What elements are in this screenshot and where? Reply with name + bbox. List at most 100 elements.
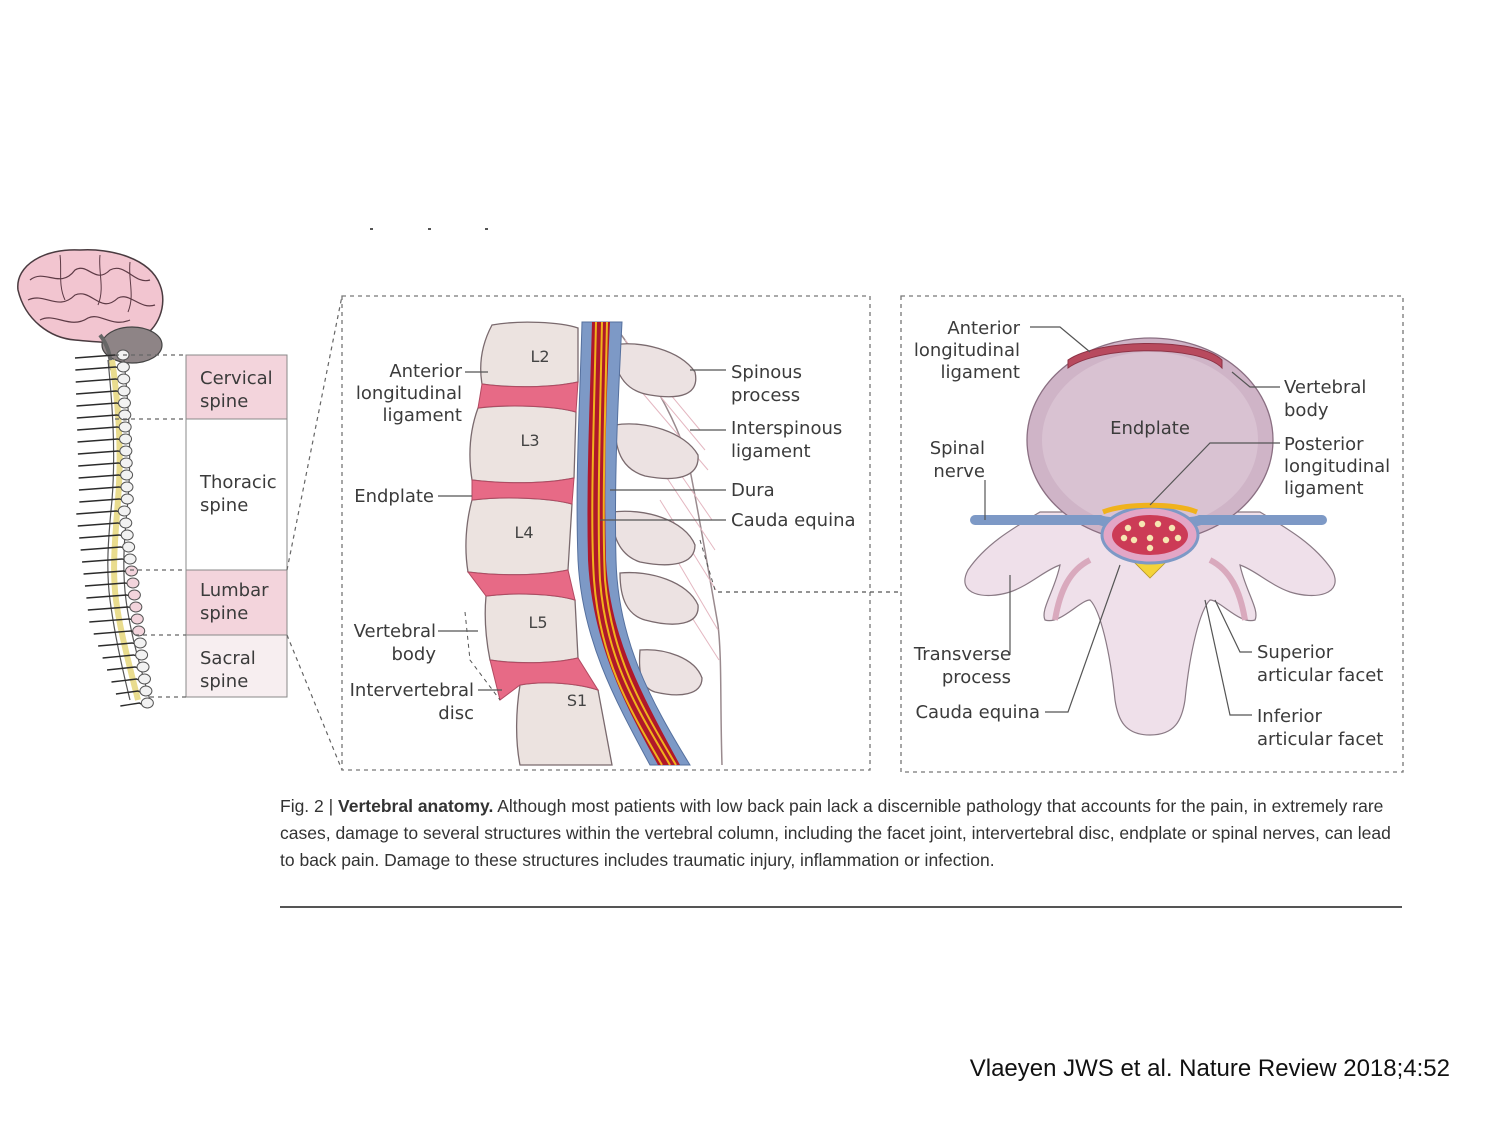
vertebra-segment <box>139 685 153 697</box>
spine-segment-legend: Cervical spine Thoracic spine Lumbar spi… <box>115 295 343 771</box>
spinal-nerve-branch <box>82 558 131 563</box>
vertebra-segment <box>119 457 133 469</box>
axial-posterior-ligament-label-3: ligament <box>1284 478 1364 499</box>
vertebra-label-s1: S1 <box>567 691 587 710</box>
spinal-cord <box>109 359 141 701</box>
axial-anterior-ligament-label-1: Anterior <box>947 318 1020 339</box>
axial-spinal-nerve-label-1: Spinal <box>930 438 985 459</box>
cervical-box <box>185 354 288 420</box>
axial-posterior-ligament <box>1102 502 1198 515</box>
vertebra-segment <box>132 625 146 637</box>
nerve-root <box>1138 520 1146 528</box>
citation: Vlaeyen JWS et al. Nature Review 2018;4:… <box>969 1055 1450 1082</box>
sacral-box <box>185 634 288 698</box>
vertebra-segment <box>120 493 134 505</box>
vertebra-segment <box>125 565 139 577</box>
sagittal-disc-label-2: disc <box>438 703 474 724</box>
vertebra-label-l5: L5 <box>528 613 547 632</box>
vertebral-bodies <box>465 321 613 766</box>
spinal-nerves <box>74 349 154 709</box>
lumbar-box <box>185 569 288 636</box>
vertebra-segment <box>117 385 131 397</box>
cervical-label-1: Cervical <box>200 368 273 389</box>
sagittal-anterior-ligament-label-1: Anterior <box>389 361 462 382</box>
axial-cauda-equina-label: Cauda equina <box>915 702 1040 723</box>
brain-spine-illustration <box>17 249 164 709</box>
figure-caption: Fig. 2 | Vertebral anatomy. Although mos… <box>280 793 1400 874</box>
vertebra-segment <box>120 481 134 493</box>
axial-panel <box>900 295 1404 773</box>
sagittal-disc-label-1: Intervertebral <box>350 680 474 701</box>
vertebra-segment <box>123 553 137 565</box>
vertebra-segment <box>135 649 149 661</box>
cauda-equina-roots <box>1120 520 1182 552</box>
vertebra-segment <box>118 421 132 433</box>
lumbar-label-1: Lumbar <box>200 580 269 601</box>
nerve-root <box>1154 520 1162 528</box>
nerve-root <box>1168 524 1176 532</box>
nerve-root <box>1162 536 1170 544</box>
vertebra-segment <box>120 529 134 541</box>
spinal-nerve-branch <box>80 546 129 551</box>
vertebra-segment <box>119 433 133 445</box>
sagittal-endplate-label: Endplate <box>354 486 434 507</box>
vertebra-segment <box>117 397 131 409</box>
caption-prefix: Fig. 2 | <box>280 796 339 816</box>
axial-anterior-ligament <box>1067 343 1223 370</box>
axial-transverse-process-label-2: process <box>942 667 1011 688</box>
nerve-root <box>1146 544 1154 552</box>
nerve-root <box>1146 534 1154 542</box>
sagittal-vertebral-body-label-2: body <box>391 644 436 665</box>
vertebra-segment <box>122 541 136 553</box>
spinal-nerve-branch <box>79 534 128 539</box>
vertebra-segment <box>120 469 134 481</box>
axial-anterior-ligament-label-3: ligament <box>940 362 1020 383</box>
axial-endplate-label: Endplate <box>1110 418 1190 439</box>
spinal-nerve-branch <box>111 678 142 683</box>
axial-inferior-facet-label-2: articular facet <box>1257 729 1383 750</box>
vertebra-label-l2: L2 <box>530 347 549 366</box>
sacral-label-1: Sacral <box>200 648 256 669</box>
nerve-root <box>1120 534 1128 542</box>
sagittal-interspinous-label-1: Interspinous <box>731 418 842 439</box>
sagittal-anterior-ligament-label-3: ligament <box>382 405 462 426</box>
vertebra-segment <box>130 613 144 625</box>
sagittal-vertebral-body-label-1: Vertebral <box>354 621 436 642</box>
sagittal-interspinous-label-2: ligament <box>731 441 811 462</box>
vertebra-segment <box>119 445 133 457</box>
vertebra-segment <box>117 373 131 385</box>
nerve-root <box>1130 536 1138 544</box>
vertebra-label-l4: L4 <box>514 523 533 542</box>
sacral-label-2: spine <box>200 671 248 692</box>
vertebra-segment <box>140 697 154 709</box>
lumbar-label-2: spine <box>200 603 248 624</box>
caption-body: Although most patients with low back pai… <box>280 796 1391 870</box>
thoracic-label-2: spine <box>200 495 248 516</box>
vertebra-segment <box>118 409 132 421</box>
axial-vertebral-body-label-2: body <box>1284 400 1329 421</box>
axial-spinal-nerve-label-2: nerve <box>933 461 985 482</box>
nerve-root <box>1124 524 1132 532</box>
vertebra-segment <box>126 577 140 589</box>
vertebra-label-l3: L3 <box>520 431 539 450</box>
spinal-nerve-branch <box>86 594 135 599</box>
vertebra-segment <box>119 517 133 529</box>
vertebra-segment <box>117 505 131 517</box>
brain <box>17 249 164 344</box>
axial-superior-facet-label-2: articular facet <box>1257 665 1383 686</box>
axial-inferior-facet-label-1: Inferior <box>1257 706 1323 727</box>
axial-transverse-process-label-1: Transverse <box>913 644 1011 665</box>
cervical-label-2: spine <box>200 391 248 412</box>
nerve-root <box>1174 534 1182 542</box>
axial-superior-facet-label-1: Superior <box>1257 642 1334 663</box>
spinal-nerve-branch <box>102 654 141 659</box>
vertebra-segment <box>127 589 141 601</box>
sagittal-spinous-process-label-2: process <box>731 385 800 406</box>
caption-divider <box>280 906 1402 908</box>
spinal-nerve-branch <box>120 702 144 707</box>
scan-marks <box>370 228 488 230</box>
axial-posterior-ligament-label-2: longitudinal <box>1284 456 1390 477</box>
sagittal-panel <box>341 295 871 771</box>
